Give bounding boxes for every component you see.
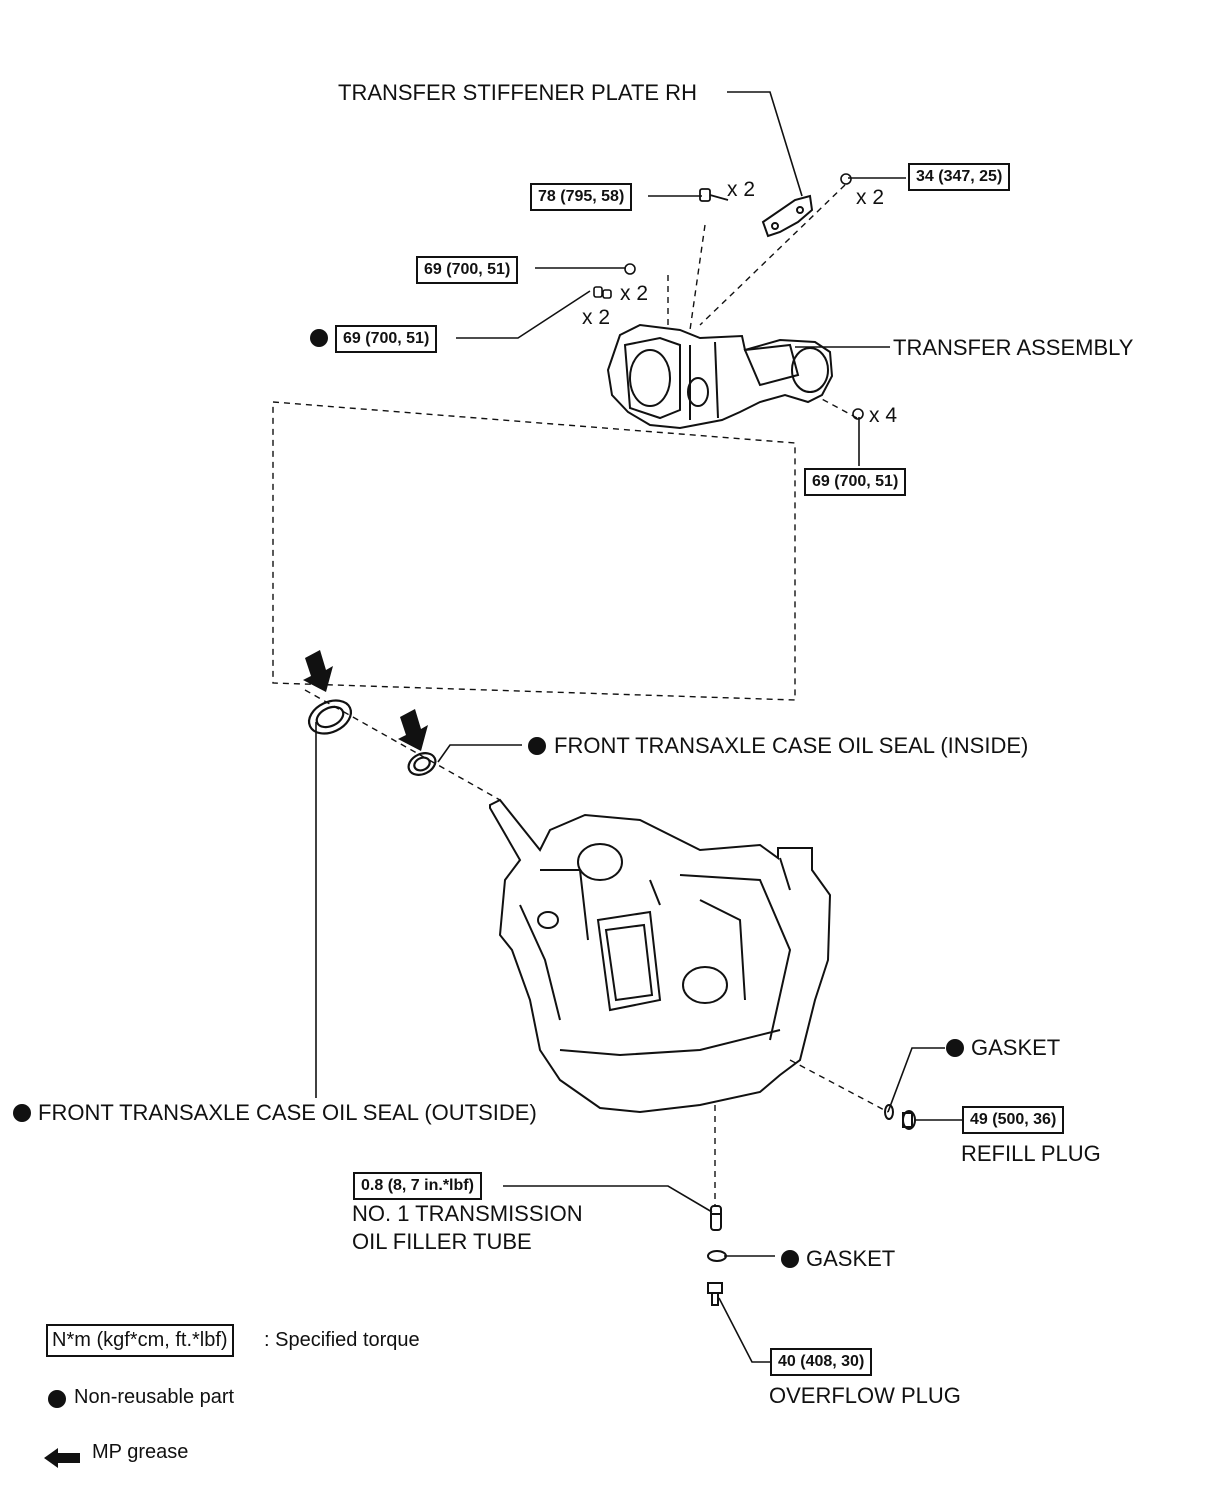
label-gasket-overflow: GASKET [806, 1246, 896, 1271]
non-reusable-dot-icon [781, 1250, 799, 1268]
legend-grease-arrow-icon [44, 1448, 80, 1468]
non-reusable-dot-icon [528, 737, 546, 755]
qty-transfer-upper: x 2 [620, 282, 649, 305]
stud-bolt-icon [593, 286, 612, 299]
torque-transfer-top: 69 (700, 51) [416, 256, 519, 284]
transfer-assembly-icon [606, 323, 834, 430]
torque-stiffener-left: 78 (795, 58) [530, 183, 633, 211]
oil-seal-inside-icon [407, 752, 437, 776]
legend-torque-box: N*m (kgf*cm, ft.*lbf) [46, 1324, 234, 1357]
label-filler-tube-line2: OIL FILLER TUBE [352, 1229, 532, 1254]
leader-lines [315, 91, 962, 1363]
torque-filler-tube: 0.8 (8, 7 in.*lbf) [353, 1172, 482, 1200]
oil-seal-outside-icon [307, 699, 353, 735]
label-refill-plug: REFILL PLUG [961, 1141, 1101, 1166]
grease-arrow-icon [303, 650, 333, 692]
legend-non-reusable-dot-icon [48, 1390, 66, 1408]
qty-stiffener-right: x 2 [856, 186, 885, 209]
torque-stiffener-right: 34 (347, 25) [908, 163, 1011, 191]
qty-stiffener-left: x 2 [727, 178, 756, 201]
label-transfer-assembly: TRANSFER ASSEMBLY [893, 335, 1134, 360]
nut-icon [852, 408, 864, 420]
label-transfer-stiffener-plate: TRANSFER STIFFENER PLATE RH [338, 80, 697, 105]
grease-arrow-icon [398, 709, 428, 751]
qty-transfer-lower: x 2 [582, 306, 611, 329]
label-oil-seal-outside: FRONT TRANSAXLE CASE OIL SEAL (OUTSIDE) [38, 1100, 537, 1125]
legend-torque-text: : Specified torque [264, 1329, 420, 1351]
gasket-ring-icon [884, 1104, 894, 1120]
non-reusable-dot-icon [310, 329, 328, 347]
overflow-plug-icon [707, 1282, 723, 1306]
gasket-ring-icon [707, 1250, 727, 1262]
label-gasket-refill: GASKET [971, 1035, 1061, 1060]
transfer-stiffener-plate-icon [761, 194, 814, 238]
torque-transfer-left: 69 (700, 51) [335, 325, 438, 353]
transaxle-housing-icon [489, 798, 832, 1114]
oil-filler-tube-icon [710, 1205, 722, 1231]
nut-icon [624, 263, 636, 275]
label-overflow-plug: OVERFLOW PLUG [769, 1383, 961, 1408]
label-oil-seal-inside: FRONT TRANSAXLE CASE OIL SEAL (INSIDE) [554, 733, 1029, 758]
refill-plug-icon [902, 1110, 916, 1130]
bolt-icon [699, 188, 729, 202]
nut-icon [840, 173, 852, 185]
torque-transfer-bottom: 69 (700, 51) [804, 468, 907, 496]
torque-overflow-plug: 40 (408, 30) [770, 1348, 873, 1376]
legend-non-reusable: Non-reusable part [74, 1386, 235, 1408]
torque-refill-plug: 49 (500, 36) [962, 1106, 1065, 1134]
qty-transfer-bottom: x 4 [869, 404, 898, 427]
legend-grease: MP grease [92, 1441, 189, 1463]
non-reusable-dot-icon [946, 1039, 964, 1057]
non-reusable-dot-icon [13, 1104, 31, 1122]
label-filler-tube-line1: NO. 1 TRANSMISSION [352, 1201, 583, 1226]
